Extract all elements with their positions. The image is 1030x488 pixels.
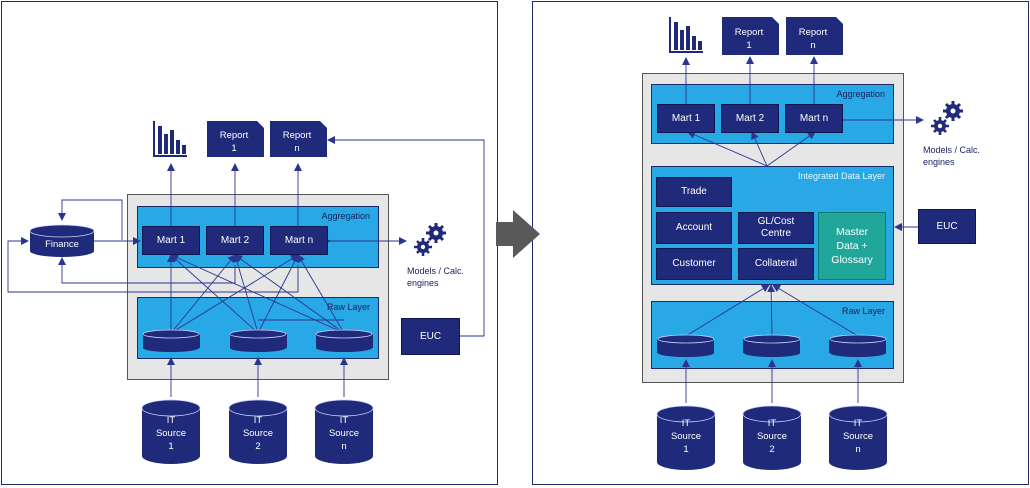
left-source-n: IT Source n [314,399,374,464]
right-models-line2: engines [923,157,955,167]
master-line3: Glossary [831,254,873,266]
left-source-n-l2: Source [329,428,359,439]
right-chart-icon [669,17,703,53]
right-models-line1: Models / Calc. [923,145,981,155]
right-mart-n: Mart n [785,104,843,133]
right-mart-2: Mart 2 [721,104,779,133]
right-report-n-line2: n [810,40,815,51]
right-report-n: Report n [786,17,843,55]
right-source-2: IT Source 2 [742,405,802,470]
left-source-2: IT Source 2 [228,399,288,464]
left-aggregation-label: Aggregation [321,211,370,221]
glcost-line2: Centre [760,228,791,239]
right-source-n: IT Source n [828,405,888,470]
left-models-line2: engines [407,278,439,288]
left-report-n-line1: Report [283,130,312,141]
right-source-1-l3: 1 [683,444,688,455]
right-source-2-l1: IT [768,418,777,429]
finance-label: Finance [45,239,79,250]
left-mart-n: Mart n [270,226,328,255]
master-data-box: Master Data + Glossary [818,212,886,280]
left-source-n-l3: n [341,441,346,452]
customer-box: Customer [656,248,732,280]
trade-box: Trade [656,177,732,207]
right-raw-cylinders [657,334,887,357]
left-report-1-line2: 1 [231,143,236,154]
right-report-n-line1: Report [799,27,828,38]
left-euc-box: EUC [401,318,460,355]
left-report-1: Report 1 [207,121,264,157]
right-source-1-l2: Source [671,431,701,442]
right-source-n-l1: IT [854,418,863,429]
right-source-2-l2: Source [757,431,787,442]
right-source-1-l1: IT [682,418,691,429]
right-euc-box: EUC [918,209,976,244]
glcost-box: GL/Cost Centre [738,212,814,244]
right-report-1: Report 1 [722,17,779,55]
left-raw-cylinders [142,329,373,352]
left-report-n-line2: n [294,143,299,154]
left-source-1: IT Source 1 [141,399,201,464]
right-source-n-l3: n [855,444,860,455]
right-source-1: IT Source 1 [656,405,716,470]
left-gears-icon [414,223,446,256]
left-report-n: Report n [270,121,327,157]
left-models-line1: Models / Calc. [407,266,465,276]
collateral-box: Collateral [738,248,814,280]
left-models-label: Models / Calc. engines [407,265,464,289]
transition-arrow [496,210,540,258]
master-line2: Data + [836,240,868,252]
glcost-line1: GL/Cost [757,216,795,227]
right-models-label: Models / Calc. engines [923,144,980,168]
right-aggregation-label: Aggregation [836,89,885,99]
account-box: Account [656,212,732,244]
right-source-2-l3: 2 [769,444,774,455]
master-line1: Master [835,226,869,238]
left-source-n-l1: IT [340,415,349,426]
left-source-1-l1: IT [167,415,176,426]
right-mart-1: Mart 1 [657,104,715,133]
left-chart-icon [153,121,187,157]
left-source-2-l2: Source [243,428,273,439]
left-source-2-l1: IT [254,415,263,426]
finance-cylinder: Finance [29,224,95,257]
left-mart-1: Mart 1 [142,226,200,255]
left-source-1-l3: 1 [168,441,173,452]
right-report-1-line2: 1 [746,40,751,51]
right-raw-layer-label: Raw Layer [841,306,885,316]
right-integrated-label: Integrated Data Layer [797,171,885,181]
left-raw-layer-label: Raw Layer [326,302,370,312]
left-mart-2: Mart 2 [206,226,264,255]
left-source-2-l3: 2 [255,441,260,452]
left-source-1-l2: Source [156,428,186,439]
left-report-1-line1: Report [220,130,249,141]
right-source-n-l2: Source [843,431,873,442]
right-report-1-line1: Report [735,27,764,38]
right-gears-icon [931,101,963,135]
